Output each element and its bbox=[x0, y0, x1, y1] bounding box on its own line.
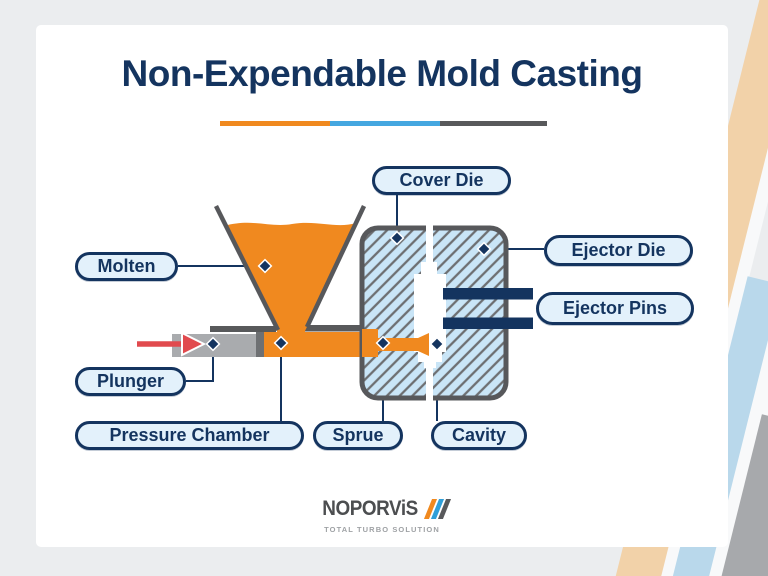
label-sprue: Sprue bbox=[313, 421, 403, 450]
cavity-shape bbox=[414, 262, 446, 368]
molten-metal bbox=[224, 222, 356, 357]
funnel-wall-right bbox=[304, 205, 367, 328]
label-pressure-chamber: Pressure Chamber bbox=[75, 421, 304, 450]
divider-orange bbox=[220, 121, 330, 126]
plunger-face bbox=[256, 330, 265, 357]
funnel-wall-left bbox=[213, 204, 281, 332]
die-casting-diagram bbox=[137, 195, 544, 421]
label-molten: Molten bbox=[75, 252, 178, 281]
page-title: Non-Expendable Mold Casting bbox=[121, 53, 643, 94]
label-cover-die: Cover Die bbox=[372, 166, 511, 195]
label-ejector-pins: Ejector Pins bbox=[536, 292, 694, 325]
brand-tagline: TOTAL TURBO SOLUTION bbox=[324, 525, 440, 534]
divider-blue bbox=[330, 121, 440, 126]
brand-logo: NOPORViS TOTAL TURBO SOLUTION bbox=[36, 497, 728, 534]
label-ejector-die: Ejector Die bbox=[544, 235, 693, 266]
label-plunger: Plunger bbox=[75, 367, 186, 396]
leader-diamonds bbox=[205, 230, 492, 352]
chamber-wall-left bbox=[210, 326, 276, 332]
ejector-pin-bottom bbox=[443, 317, 533, 329]
ejector-pin-top bbox=[443, 288, 533, 300]
chamber-wall-right bbox=[305, 325, 363, 332]
brand-slashes-icon bbox=[424, 499, 451, 519]
die-block bbox=[359, 224, 509, 402]
title-divider bbox=[220, 121, 547, 126]
content-card: Non-Expendable Mold Casting bbox=[36, 25, 728, 547]
injection-arrow-icon bbox=[137, 331, 207, 357]
label-cavity: Cavity bbox=[431, 421, 527, 450]
divider-gray bbox=[440, 121, 547, 126]
brand-name: NOPORViS bbox=[322, 497, 418, 520]
